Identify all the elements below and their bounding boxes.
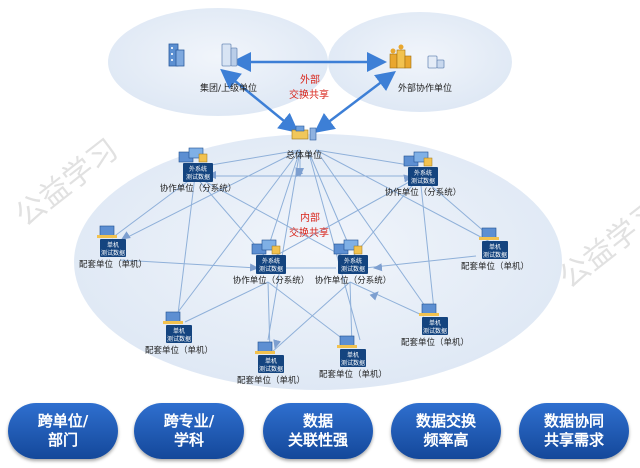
- main-unit-label: 总体单位: [286, 149, 322, 161]
- keyboard-icon: [97, 235, 117, 238]
- data-box-line1: 外系统: [189, 165, 207, 173]
- keyboard-icon: [479, 237, 499, 240]
- data-box-line2: 测试数据: [259, 365, 283, 373]
- data-box-line2: 测试数据: [186, 173, 210, 181]
- feature-pill-line1: 跨单位/: [38, 412, 88, 431]
- data-box-line1: 外系统: [262, 257, 280, 265]
- data-box-line2: 测试数据: [411, 177, 435, 185]
- group-unit-label: 集团/上级单位: [200, 82, 257, 94]
- standalone-unit-label: 配套单位（单机）: [461, 261, 529, 272]
- partner-unit-label: 外部协作单位: [398, 82, 452, 94]
- feature-pill-line1: 跨专业/: [164, 412, 214, 431]
- data-box-line2: 测试数据: [167, 335, 191, 343]
- data-box-line2: 测试数据: [423, 327, 447, 335]
- feature-pill-line2: 共享需求: [544, 431, 604, 450]
- subsystem-unit-label: 协作单位（分系统）: [233, 275, 310, 286]
- feature-pill-line2: 关联性强: [288, 431, 348, 450]
- data-box-line2: 测试数据: [341, 265, 365, 273]
- keyboard-icon: [163, 321, 183, 324]
- subsystem-unit-label: 协作单位（分系统）: [160, 183, 237, 194]
- standalone-unit-label: 配套单位（单机）: [319, 369, 387, 380]
- data-box-line1: 单机: [429, 319, 441, 327]
- data-box-line1: 单机: [265, 357, 277, 365]
- feature-pill: 跨专业/学科: [134, 403, 244, 459]
- internal-exchange-label-1: 内部: [300, 211, 320, 224]
- computer-icon: [422, 304, 436, 314]
- data-box-line1: 单机: [489, 243, 501, 251]
- main-unit-icon: [292, 126, 316, 140]
- keyboard-icon: [255, 351, 275, 354]
- data-box-line2: 测试数据: [101, 249, 125, 257]
- data-box-line1: 单机: [107, 241, 119, 249]
- feature-pill-line1: 数据交换: [416, 412, 476, 431]
- data-box-line2: 测试数据: [259, 265, 283, 273]
- data-box-line2: 测试数据: [341, 359, 365, 367]
- folder-icon: [199, 154, 207, 162]
- computer-icon: [166, 312, 180, 322]
- standalone-unit-label: 配套单位（单机）: [401, 337, 469, 348]
- data-box-line2: 测试数据: [483, 251, 507, 259]
- data-box-line1: 外系统: [344, 257, 362, 265]
- subsystem-unit-label: 协作单位（分系统）: [315, 275, 392, 286]
- data-box-line1: 外系统: [414, 169, 432, 177]
- computer-icon: [258, 342, 272, 352]
- internal-exchange-label-2: 交换共享: [289, 226, 329, 239]
- computer-icon: [482, 228, 496, 238]
- keyboard-icon: [337, 345, 357, 348]
- external-exchange-label-2: 交换共享: [289, 88, 329, 101]
- feature-pill-line2: 频率高: [423, 431, 468, 450]
- feature-pill-line2: 学科: [174, 431, 204, 450]
- folder-icon: [354, 246, 362, 254]
- folder-icon: [272, 246, 280, 254]
- keyboard-icon: [419, 313, 439, 316]
- feature-pill: 数据关联性强: [263, 403, 373, 459]
- computer-icon: [100, 226, 114, 236]
- standalone-unit-label: 配套单位（单机）: [145, 345, 213, 356]
- feature-pill: 跨单位/部门: [8, 403, 118, 459]
- external-exchange-label-1: 外部: [300, 73, 320, 86]
- data-box-line1: 单机: [173, 327, 185, 335]
- folder-icon: [424, 158, 432, 166]
- standalone-unit-label: 配套单位（单机）: [237, 375, 305, 386]
- standalone-unit-label: 配套单位（单机）: [79, 259, 147, 270]
- feature-pill: 数据协同共享需求: [519, 403, 629, 459]
- subsystem-unit-label: 协作单位（分系统）: [385, 187, 462, 198]
- feature-pill-line1: 数据: [303, 412, 333, 431]
- feature-pill-line1: 数据协同: [544, 412, 604, 431]
- computer-icon: [340, 336, 354, 346]
- feature-pill-line2: 部门: [48, 431, 78, 450]
- data-box-line1: 单机: [347, 351, 359, 359]
- feature-pill: 数据交换频率高: [391, 403, 501, 459]
